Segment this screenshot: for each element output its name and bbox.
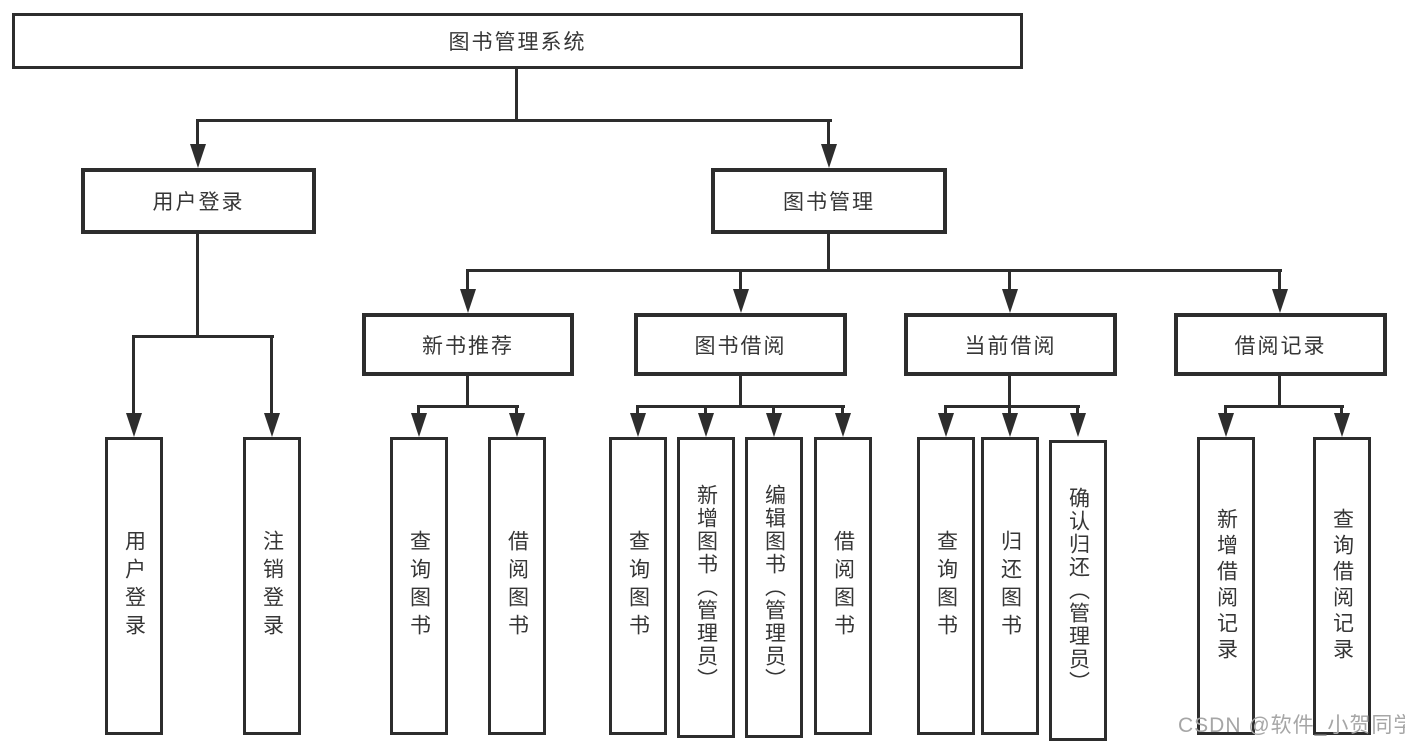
leaf-bw-add-books-admin: 新增图书（管理员）	[677, 437, 735, 738]
node-current-borrow: 当前借阅	[904, 313, 1117, 376]
arrowhead-down	[733, 289, 749, 313]
arrowhead-down	[766, 413, 782, 437]
leaf-rc-add-borrow-record-label: 新增借阅记录	[1214, 508, 1238, 664]
connector-line	[196, 234, 199, 338]
connector-line	[417, 405, 519, 408]
connector-line	[772, 405, 775, 415]
arrowhead-down	[821, 144, 837, 168]
connector-line	[1008, 405, 1011, 415]
arrowhead-down	[630, 413, 646, 437]
connector-line	[1008, 269, 1011, 291]
leaf-nb-query-books: 查询图书	[390, 437, 448, 735]
connector-line	[1278, 376, 1281, 408]
leaf-nb-borrow-books-label: 借阅图书	[505, 530, 529, 642]
connector-line	[196, 119, 199, 148]
connector-line	[739, 376, 742, 408]
leaf-cr-confirm-return-admin-label: 确认归还（管理员）	[1066, 487, 1090, 694]
leaf-rc-query-borrow-record-label: 查询借阅记录	[1330, 508, 1354, 664]
arrowhead-down	[698, 413, 714, 437]
connector-line	[196, 119, 832, 122]
leaf-cr-query-books: 查询图书	[917, 437, 975, 735]
connector-line	[1076, 405, 1079, 415]
leaf-bw-query-books: 查询图书	[609, 437, 667, 735]
leaf-cr-return-books-label: 归还图书	[998, 530, 1022, 642]
arrowhead-down	[509, 413, 525, 437]
connector-line	[515, 405, 518, 415]
connector-line	[466, 269, 469, 291]
connector-line	[636, 405, 845, 408]
leaf-bw-query-books-label: 查询图书	[626, 530, 650, 642]
arrowhead-down	[1272, 289, 1288, 313]
connector-line	[466, 269, 1282, 272]
leaf-logout: 注销登录	[243, 437, 301, 735]
node-user-login: 用户登录	[81, 168, 316, 234]
arrowhead-down	[1070, 413, 1086, 437]
node-root-label: 图书管理系统	[448, 31, 587, 54]
arrowhead-down	[190, 144, 206, 168]
node-user-login-label: 用户登录	[152, 191, 245, 214]
leaf-cr-query-books-label: 查询图书	[934, 530, 958, 642]
connector-line	[1008, 376, 1011, 408]
arrowhead-down	[1002, 413, 1018, 437]
leaf-bw-edit-books-admin: 编辑图书（管理员）	[745, 437, 803, 738]
arrowhead-down	[1334, 413, 1350, 437]
node-book-borrow-label: 图书借阅	[694, 334, 787, 358]
connector-line	[1340, 405, 1343, 415]
node-root: 图书管理系统	[12, 13, 1023, 69]
connector-line	[1224, 405, 1344, 408]
connector-line	[466, 376, 469, 408]
connector-line	[417, 405, 420, 415]
node-new-book-recommend: 新书推荐	[362, 313, 574, 376]
leaf-bw-borrow-books: 借阅图书	[814, 437, 872, 735]
node-borrow-record: 借阅记录	[1174, 313, 1387, 376]
arrowhead-down	[938, 413, 954, 437]
arrowhead-down	[835, 413, 851, 437]
connector-line	[1224, 405, 1227, 415]
arrowhead-down	[411, 413, 427, 437]
node-book-mgmt-label: 图书管理	[783, 191, 875, 214]
connector-line	[636, 405, 639, 415]
leaf-bw-add-books-admin-label: 新增图书（管理员）	[694, 484, 718, 691]
connector-line	[944, 405, 1080, 408]
leaf-bw-borrow-books-label: 借阅图书	[831, 530, 855, 642]
arrowhead-down	[126, 413, 142, 437]
connector-line	[739, 269, 742, 291]
leaf-user-login-label: 用户登录	[122, 530, 146, 642]
leaf-rc-query-borrow-record: 查询借阅记录	[1313, 437, 1371, 735]
leaf-nb-query-books-label: 查询图书	[407, 530, 431, 642]
arrowhead-down	[1002, 289, 1018, 313]
connector-line	[841, 405, 844, 415]
node-borrow-record-label: 借阅记录	[1234, 334, 1327, 358]
leaf-nb-borrow-books: 借阅图书	[488, 437, 546, 735]
leaf-cr-return-books: 归还图书	[981, 437, 1039, 735]
leaf-cr-confirm-return-admin: 确认归还（管理员）	[1049, 440, 1107, 741]
connector-line	[515, 68, 518, 122]
connector-line	[704, 405, 707, 415]
leaf-bw-edit-books-admin-label: 编辑图书（管理员）	[762, 484, 786, 691]
leaf-user-login: 用户登录	[105, 437, 163, 735]
node-book-mgmt: 图书管理	[711, 168, 947, 234]
connector-line	[827, 234, 830, 272]
connector-line	[944, 405, 947, 415]
leaf-logout-label: 注销登录	[260, 530, 284, 642]
node-new-book-recommend-label: 新书推荐	[422, 334, 514, 358]
arrowhead-down	[460, 289, 476, 313]
connector-line	[827, 119, 830, 148]
connector-line	[132, 335, 274, 338]
connector-line	[1278, 269, 1281, 291]
arrowhead-down	[1218, 413, 1234, 437]
connector-line	[132, 335, 135, 415]
leaf-rc-add-borrow-record: 新增借阅记录	[1197, 437, 1255, 735]
node-book-borrow: 图书借阅	[634, 313, 847, 376]
connector-line	[270, 335, 273, 415]
arrowhead-down	[264, 413, 280, 437]
node-current-borrow-label: 当前借阅	[964, 334, 1057, 358]
csdn-watermark: CSDN @软件_小贺同学	[1178, 714, 1405, 737]
